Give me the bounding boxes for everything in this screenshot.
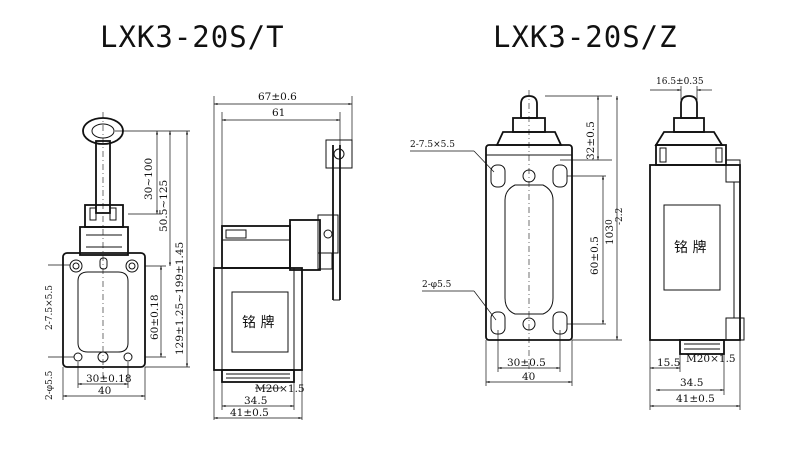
left-dim-34: 34.5 (244, 395, 267, 407)
left-nameplate-text: 铭 牌 (242, 314, 274, 331)
left-dim-67: 67±0.6 (258, 91, 297, 103)
left-dim-30: 30±0.18 (86, 373, 132, 385)
left-front-view (48, 112, 146, 400)
right-side-view (649, 86, 745, 410)
right-dim-32: 32±0.5 (585, 121, 597, 160)
right-dim-15: 15.5 (657, 357, 680, 369)
right-dim-103: 103 (604, 225, 616, 245)
left-model-title: LXK3-20S/T (100, 20, 285, 54)
right-dim-slot: 2-7.5×5.5 (410, 140, 455, 150)
right-dim-hole: 2-φ5.5 (422, 280, 452, 290)
right-dim-103-lower: -2.2 (615, 208, 625, 225)
left-dim-m20: M20×1.5 (255, 383, 305, 395)
right-dim-m20: M20×1.5 (686, 353, 736, 365)
left-side-view (213, 96, 353, 420)
left-vertical-dims (115, 130, 190, 368)
left-dim-hole: 2-φ5.5 (45, 370, 55, 400)
right-dim-40: 40 (522, 371, 535, 383)
right-nameplate-text: 铭 牌 (674, 239, 706, 256)
left-dim-40: 40 (98, 385, 111, 397)
right-dim-41: 41±0.5 (676, 393, 715, 405)
right-dim-16: 16.5±0.35 (656, 77, 704, 87)
right-dim-34: 34.5 (680, 377, 703, 389)
left-dim-30-100: 30~100 (143, 158, 155, 200)
left-dim-61: 61 (272, 107, 285, 119)
right-model-title: LXK3-20S/Z (493, 20, 678, 54)
left-dim-129: 129±1.25~199±1.45 (174, 242, 186, 355)
right-front-view (410, 90, 622, 386)
left-dim-41: 41±0.5 (230, 407, 269, 419)
left-dim-60: 60±0.18 (149, 294, 161, 340)
left-dim-50-125: 50.5~125 (158, 180, 170, 232)
right-dim-103-upper: 0 (605, 219, 615, 225)
right-dim-30: 30±0.5 (507, 357, 546, 369)
right-dim-60: 60±0.5 (589, 236, 601, 275)
left-dim-slot: 2-7.5×5.5 (45, 285, 55, 330)
